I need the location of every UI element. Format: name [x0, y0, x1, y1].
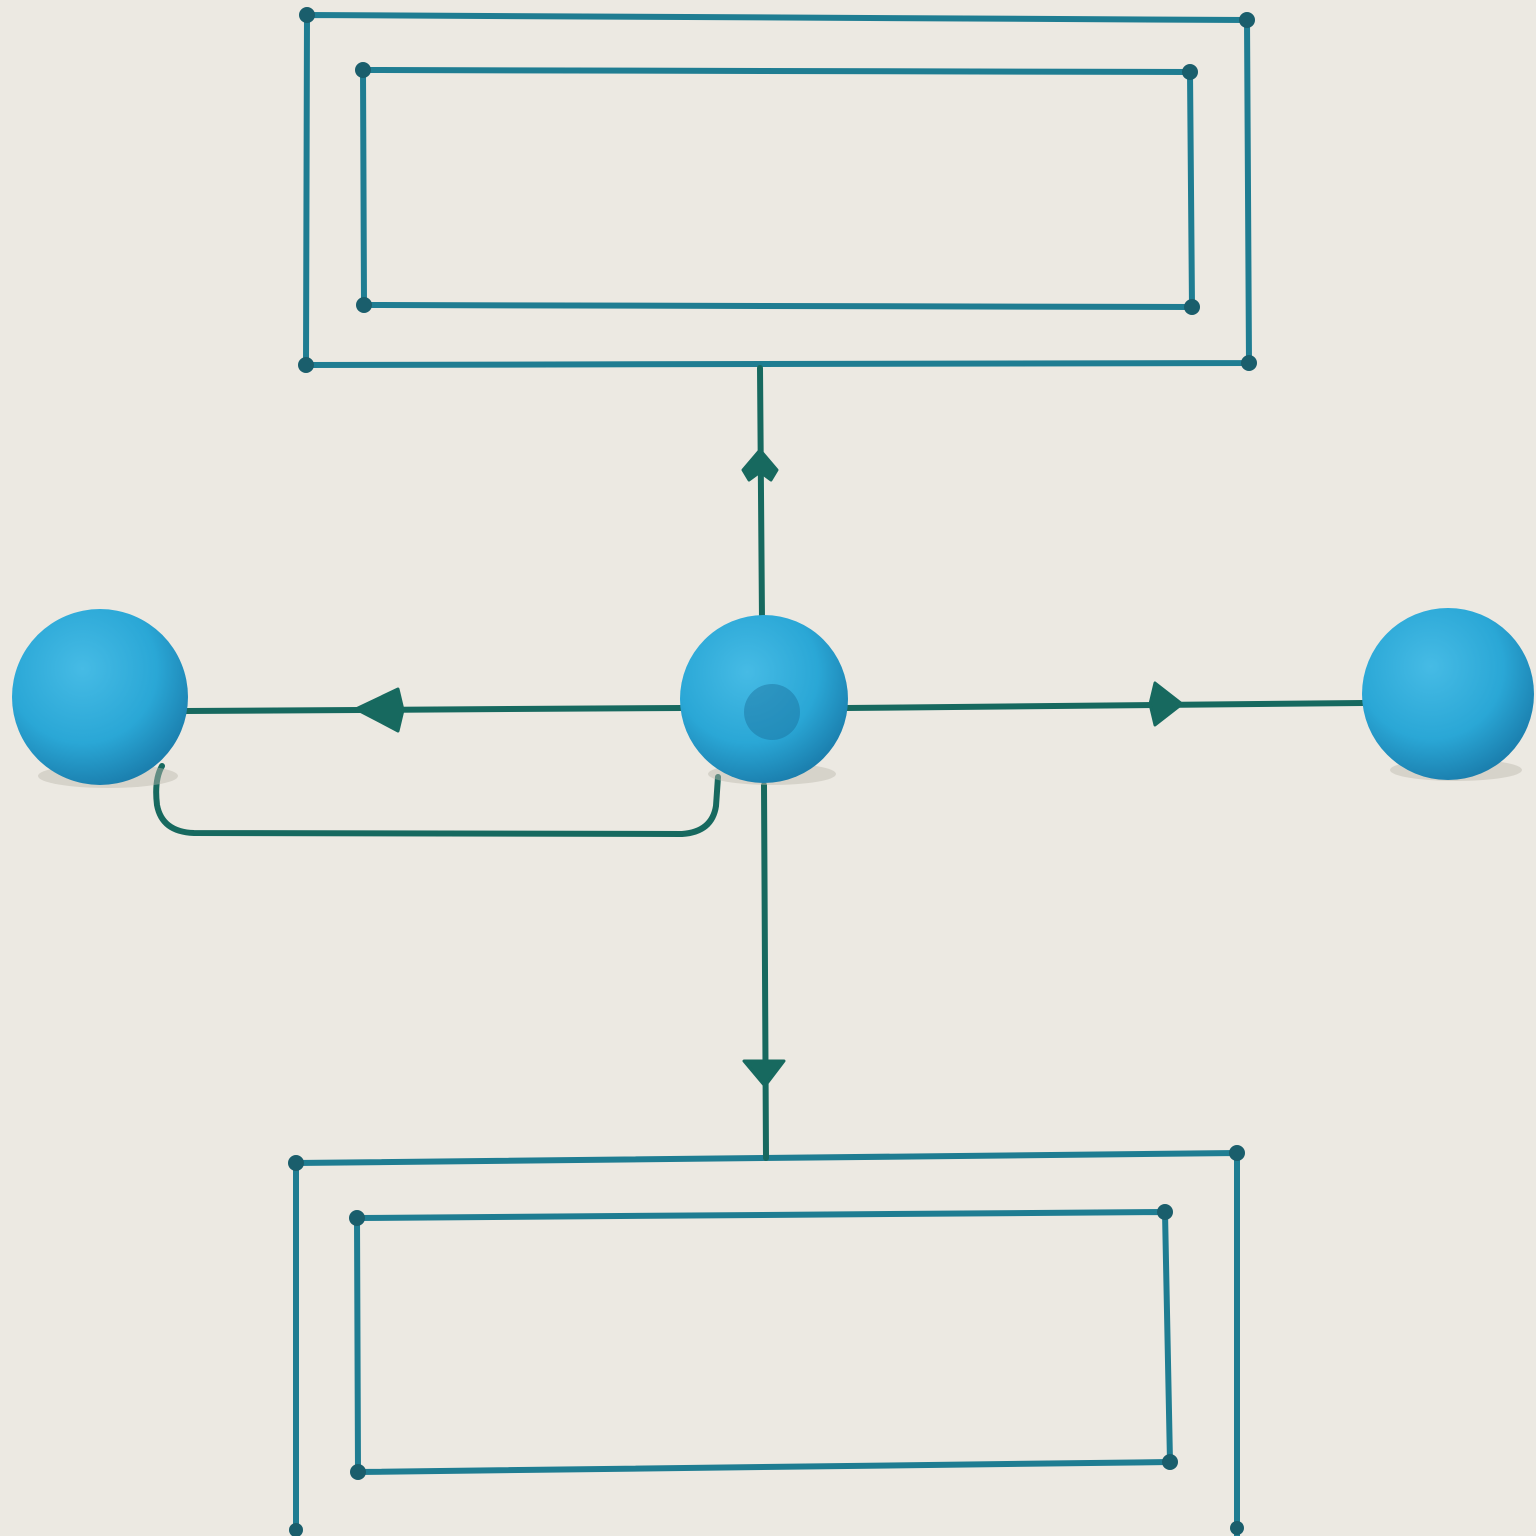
- connector-center-to-bottom: [761, 782, 769, 1161]
- arrowhead-up: [741, 448, 779, 482]
- bottom-box-corner-dots: [288, 1145, 1245, 1536]
- top-box: [298, 7, 1257, 373]
- center-ball-smudge: [744, 684, 800, 740]
- center-ball-sphere: [680, 615, 848, 783]
- right-ball-sphere: [1362, 608, 1534, 780]
- arrowhead-right: [1148, 681, 1184, 727]
- bottom-box: [288, 1145, 1245, 1536]
- connector-center-to-right: [843, 700, 1366, 711]
- center-ball: [680, 615, 848, 785]
- left-ball: [12, 609, 188, 788]
- bottom-box-inner-frame: [354, 1209, 1173, 1475]
- arrowhead-down: [742, 1059, 786, 1088]
- connectors: [153, 365, 1366, 1161]
- arrowhead-left: [354, 687, 405, 733]
- right-ball: [1362, 608, 1534, 781]
- connector-loop-left-to-center: [153, 763, 721, 838]
- connector-center-to-left: [183, 705, 685, 714]
- left-ball-sphere: [12, 609, 188, 785]
- connector-top-to-center: [757, 365, 765, 623]
- top-box-inner-frame: [360, 67, 1195, 310]
- nodes: [12, 608, 1534, 788]
- top-box-corner-dots: [298, 7, 1257, 373]
- arrowheads: [354, 448, 1184, 1088]
